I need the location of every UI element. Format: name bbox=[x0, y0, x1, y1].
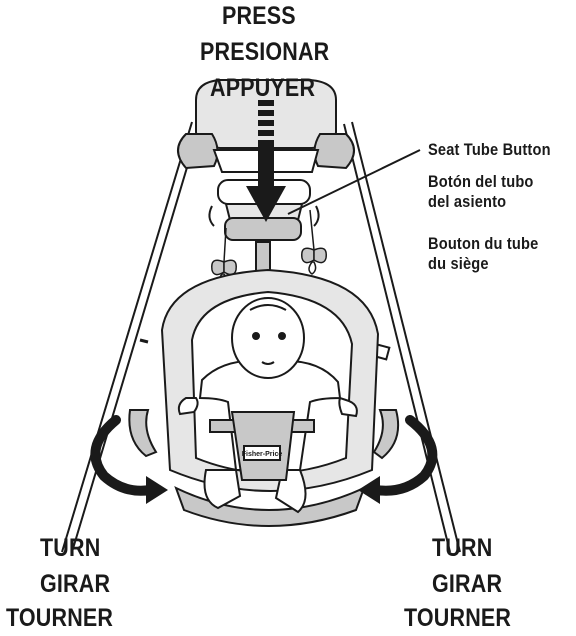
turn-right-fr: TOURNER bbox=[404, 604, 511, 633]
turn-left-en: TURN bbox=[40, 534, 100, 563]
turn-right-es: GIRAR bbox=[432, 570, 502, 599]
press-label-es: PRESIONAR bbox=[200, 38, 329, 67]
turn-left-fr: TOURNER bbox=[6, 604, 113, 633]
callout-es-line2: del asiento bbox=[428, 192, 506, 211]
seat-brand-logo: Fisher-Price bbox=[242, 451, 283, 458]
callout-fr-line1: Bouton du tube bbox=[428, 234, 538, 253]
turn-left-es: GIRAR bbox=[40, 570, 110, 599]
turn-right-en: TURN bbox=[432, 534, 492, 563]
callout-es-line1: Botón del tubo bbox=[428, 172, 534, 191]
press-label-fr: APPUYER bbox=[210, 74, 315, 103]
callout-en: Seat Tube Button bbox=[428, 140, 551, 159]
press-label-en: PRESS bbox=[222, 2, 296, 31]
callout-fr-line2: du siège bbox=[428, 254, 489, 273]
butterfly-toy-right bbox=[302, 210, 327, 274]
